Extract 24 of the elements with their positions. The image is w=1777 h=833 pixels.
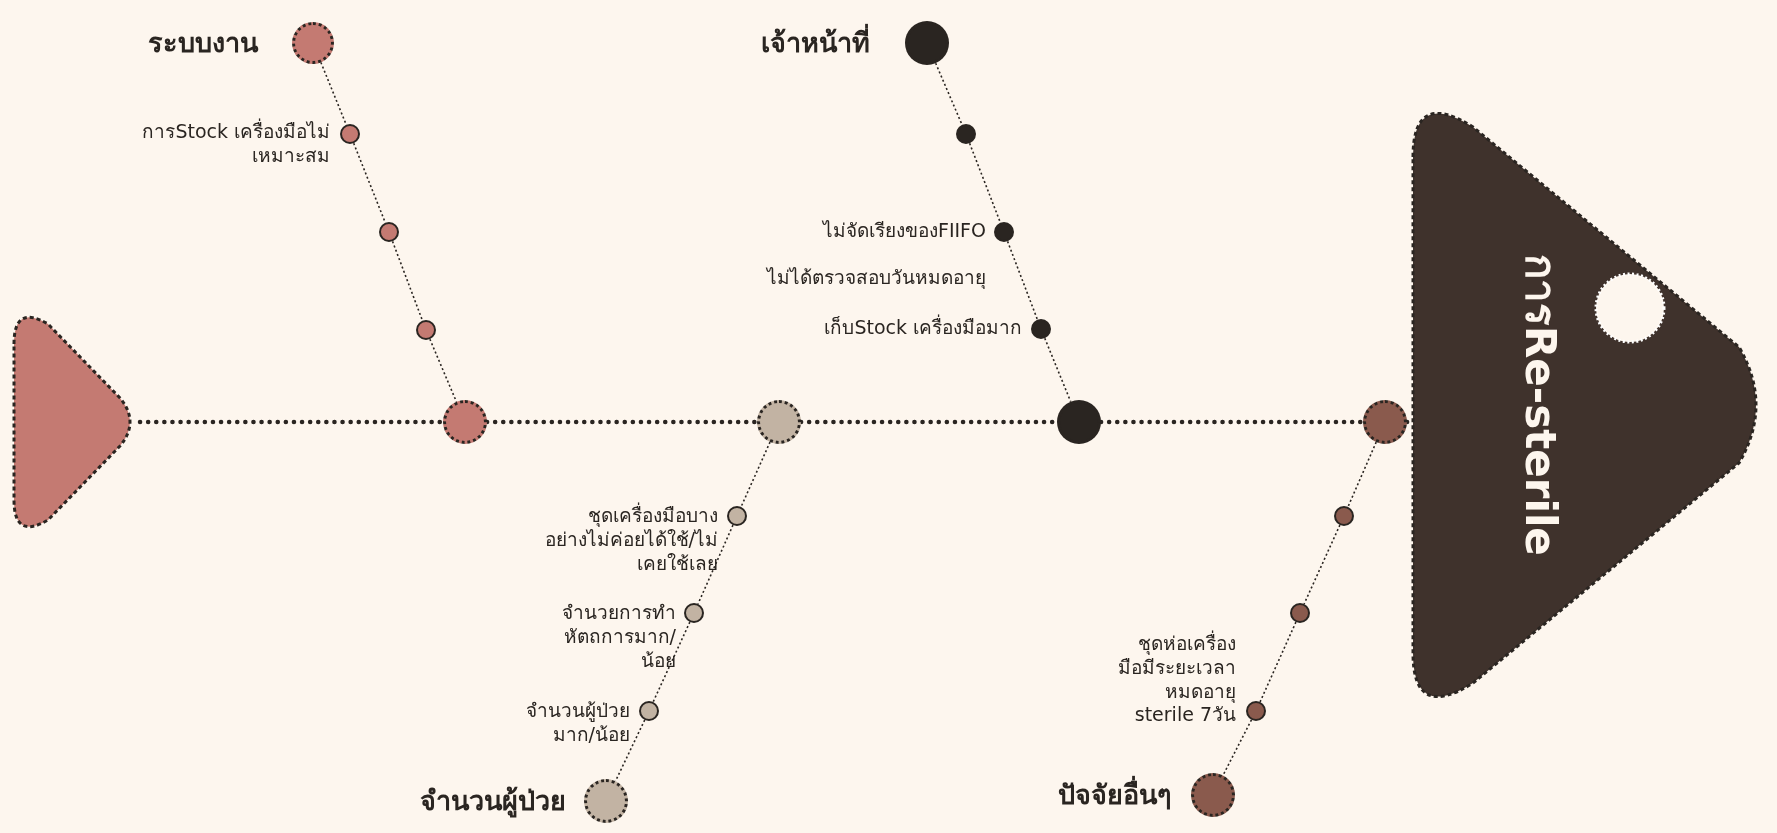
branch-line <box>391 240 424 322</box>
branch-line <box>697 524 734 605</box>
category-heading: ระบบงาน <box>148 27 258 60</box>
branch-line <box>1303 524 1341 605</box>
cause-text: การStock เครื่องมือไม่ เหมาะสม <box>141 120 330 168</box>
branch-line <box>740 441 771 508</box>
cause-text: ชุดเครื่องมือบาง อย่างไม่ค่อยได้ใช้/ไม่ เคยใช้เลย <box>543 504 718 576</box>
cause-text: ไม่จัดเรียงของFIIFO <box>821 219 986 243</box>
cause-text: ไม่ได้ตรวจสอบวันหมดอายุ <box>767 266 986 290</box>
branch-line <box>934 62 963 126</box>
branch-line <box>1006 240 1039 321</box>
branch-line <box>968 142 1002 224</box>
cause-text: เก็บStock เครื่องมือมาก <box>823 316 1022 340</box>
category-heading: จำนวนผู้ป่วย <box>420 785 566 818</box>
cause-text: ชุดห่อเครื่อง มือมีระยะเวลา หมดอายุ sterile 7วัน <box>1117 632 1236 727</box>
branch-line <box>652 621 691 703</box>
branch-line <box>320 61 348 126</box>
head-title: การRe-sterile <box>1515 254 1566 556</box>
cause-text: จำนวยการทำ หัตถการมาก/ น้อย <box>561 601 676 673</box>
branch-line <box>1347 441 1377 508</box>
branch-line <box>614 719 646 782</box>
branch-line <box>1222 719 1253 777</box>
cause-text: จำนวนผู้ป่วย มาก/น้อย <box>525 699 630 747</box>
branch-line <box>1259 621 1297 703</box>
